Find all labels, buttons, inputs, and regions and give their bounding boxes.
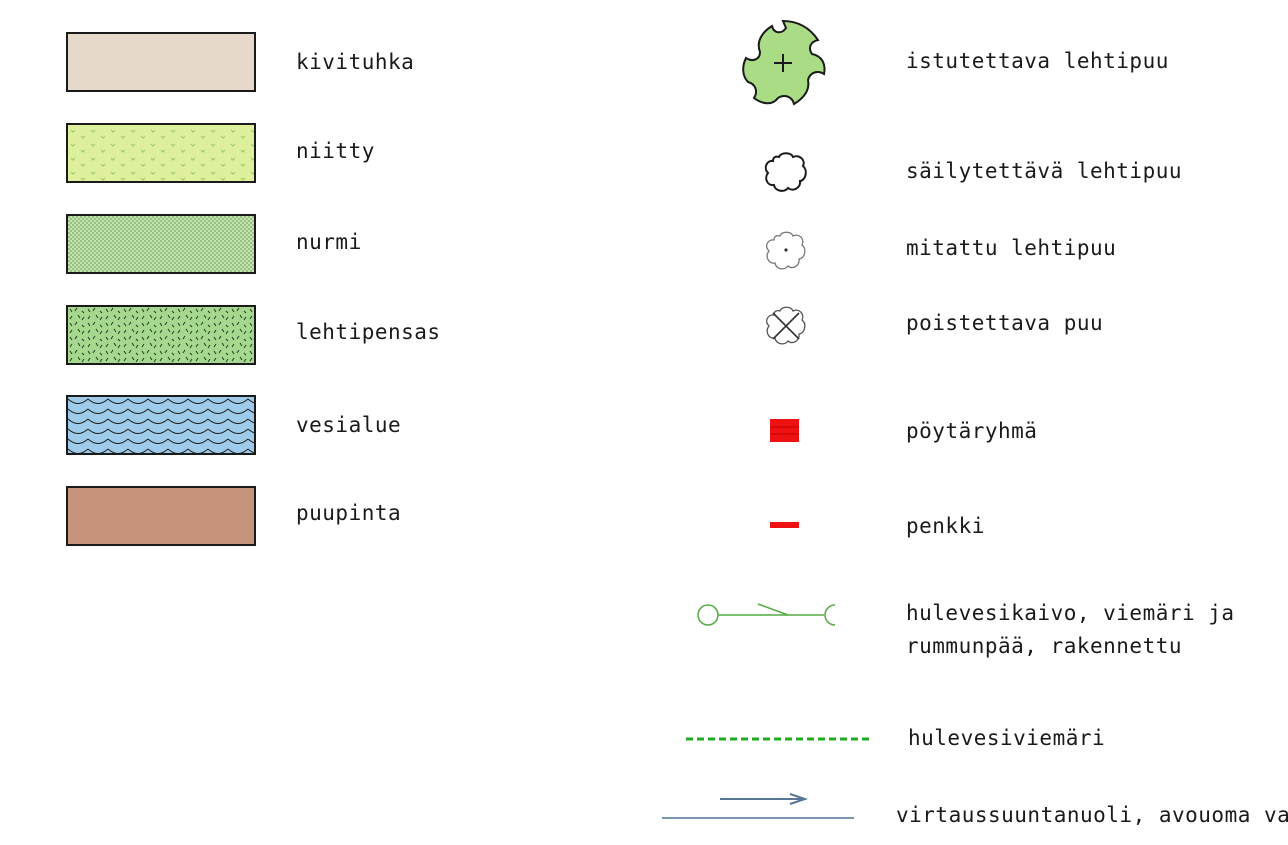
label-kivituhka: kivituhka [296,50,415,74]
stormwater-sewer-line-icon [686,737,870,741]
measured-deciduous-tree-icon [766,231,806,270]
stormwater-well-pipe-culvert-icon [697,603,836,626]
label-measured-tree: mitattu lehtipuu [906,236,1117,260]
swatch-lehtipensas [66,305,256,365]
swatch-kivituhka [66,32,256,92]
swatch-vesialue [66,395,256,455]
label-nurmi: nurmi [296,230,362,254]
label-stormwater-well-line1: hulevesikaivo, viemäri ja [906,601,1235,625]
table-group-icon [770,419,799,442]
label-niitty: niitty [296,139,375,163]
swatch-niitty [66,123,256,183]
swatch-puupinta [66,486,256,546]
label-remove-tree: poistettava puu [906,311,1104,335]
label-flow-arrow: virtaussuuntanuoli, avouoma vanha [896,803,1288,827]
label-stormwater-sewer: hulevesiviemäri [908,726,1106,750]
label-planted-tree: istutettava lehtipuu [906,49,1169,73]
label-bench: penkki [906,514,985,538]
label-preserved-tree: säilytettävä lehtipuu [906,159,1183,183]
label-table-group: pöytäryhmä [906,419,1038,443]
preserved-deciduous-tree-icon [764,152,807,192]
swatch-nurmi [66,214,256,274]
planted-deciduous-tree-icon [742,19,826,106]
tree-to-remove-icon [766,306,806,345]
label-stormwater-well-line2: rummunpää, rakennettu [906,634,1183,658]
flow-direction-arrow-icon [662,793,854,819]
bench-icon [770,522,799,528]
label-lehtipensas: lehtipensas [296,320,441,344]
label-puupinta: puupinta [296,501,402,525]
label-vesialue: vesialue [296,413,402,437]
